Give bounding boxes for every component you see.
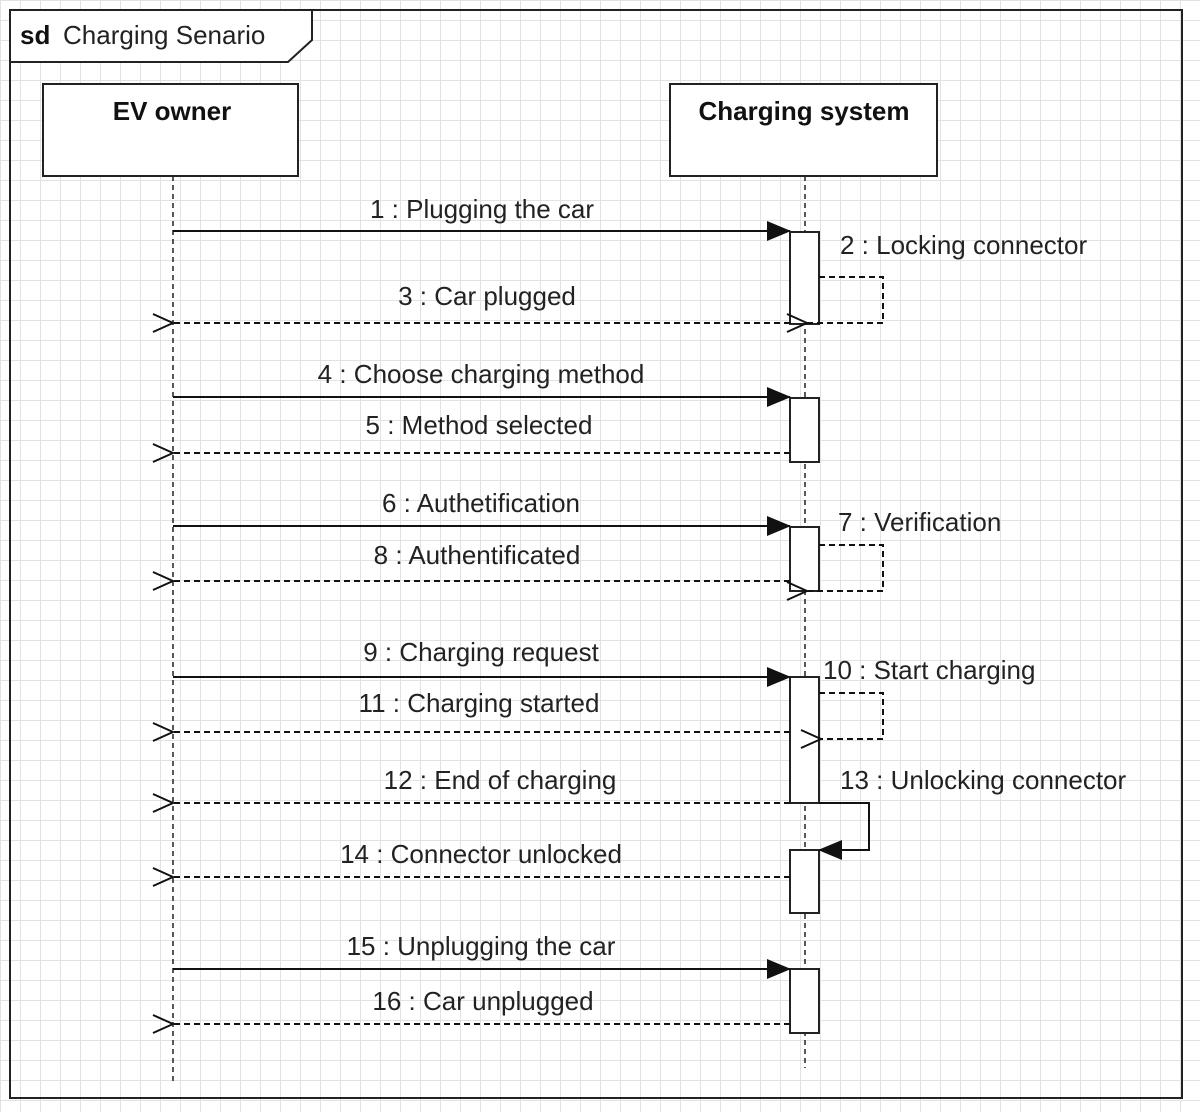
message-2: 2 : Locking connector <box>807 230 1087 323</box>
message-16: 16 : Car unplugged <box>173 986 790 1024</box>
participant-box <box>669 83 938 177</box>
message-7: 7 : Verification <box>807 507 1001 591</box>
message-label: 15 : Unplugging the car <box>347 931 616 961</box>
message-6: 6 : Authetification <box>173 488 791 536</box>
participant-label: Charging system <box>699 96 910 126</box>
message-label: 5 : Method selected <box>366 410 593 440</box>
message-label: 16 : Car unplugged <box>372 986 593 1016</box>
message-label: 14 : Connector unlocked <box>340 839 622 869</box>
message-label: 8 : Authentificated <box>374 540 581 570</box>
message-8: 8 : Authentificated <box>173 540 790 581</box>
message-label: 6 : Authetification <box>382 488 580 518</box>
self-reply-arrow <box>819 692 884 739</box>
message-label: 12 : End of charging <box>384 765 617 795</box>
message-label: 2 : Locking connector <box>840 230 1087 260</box>
message-9: 9 : Charging request <box>173 637 791 687</box>
participant-ev-owner: EV owner <box>42 83 299 177</box>
message-label: 10 : Start charging <box>823 655 1035 685</box>
message-label: 1 : Plugging the car <box>370 194 594 224</box>
message-label: 11 : Charging started <box>359 688 600 718</box>
activation-bar <box>789 397 820 463</box>
message-label: 13 : Unlocking connector <box>840 765 1127 795</box>
activation-bar <box>789 849 820 914</box>
message-12: 12 : End of charging <box>173 765 790 803</box>
message-label: 9 : Charging request <box>363 637 599 667</box>
message-4: 4 : Choose charging method <box>173 359 791 407</box>
sd-frame: sd Charging Senario <box>9 9 1183 1099</box>
activation-bar <box>789 968 820 1034</box>
message-5: 5 : Method selected <box>173 410 790 453</box>
message-14: 14 : Connector unlocked <box>173 839 790 877</box>
message-10: 10 : Start charging <box>819 655 1035 739</box>
message-label: 7 : Verification <box>838 507 1001 537</box>
frame-title: Charging Senario <box>63 20 265 50</box>
self-reply-arrow <box>807 544 884 591</box>
activation-bar <box>789 526 820 592</box>
frame-border <box>9 9 1183 1099</box>
frame-keyword: sd <box>20 20 50 50</box>
self-reply-arrow <box>807 276 884 323</box>
message-label: 3 : Car plugged <box>398 281 576 311</box>
participant-box <box>42 83 299 177</box>
activation-bar <box>789 676 820 804</box>
message-13: 13 : Unlocking connector <box>818 765 1127 860</box>
participant-charging-system: Charging system <box>669 83 938 177</box>
frame-label-tab <box>9 9 313 63</box>
participant-label: EV owner <box>113 96 231 126</box>
message-1: 1 : Plugging the car <box>173 194 791 241</box>
activation-bar <box>789 231 820 325</box>
message-11: 11 : Charging started <box>173 688 790 732</box>
message-3: 3 : Car plugged <box>173 281 790 323</box>
message-15: 15 : Unplugging the car <box>173 931 791 979</box>
message-label: 4 : Choose charging method <box>318 359 645 389</box>
self-sync-arrow <box>818 802 870 860</box>
